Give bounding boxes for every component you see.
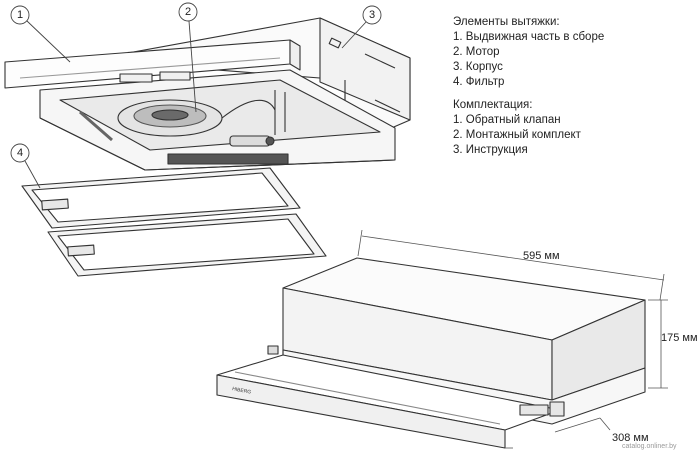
height-dimension-label: 175 мм bbox=[661, 332, 698, 344]
parts-legend-item: 1. Выдвижная часть в сборе bbox=[453, 31, 605, 43]
callout-2: 2 bbox=[184, 6, 192, 18]
kit-legend-item: 1. Обратный клапан bbox=[453, 114, 561, 126]
kit-legend: Комплектация: 1. Обратный клапан 2. Монт… bbox=[453, 98, 581, 158]
parts-legend: Элементы вытяжки: 1. Выдвижная часть в с… bbox=[453, 15, 604, 90]
parts-legend-title: Элементы вытяжки: bbox=[453, 16, 560, 28]
depth-dimension-label: 308 мм bbox=[612, 432, 649, 444]
callout-1: 1 bbox=[16, 9, 24, 21]
callout-4: 4 bbox=[16, 147, 24, 159]
filter-lower bbox=[47, 213, 327, 277]
kit-legend-item: 2. Монтажный комплект bbox=[453, 129, 581, 141]
dimensioned-view bbox=[216, 229, 668, 449]
filter-upper bbox=[21, 167, 301, 229]
kit-legend-item: 3. Инструкция bbox=[453, 144, 528, 156]
brand-label: HIBERG bbox=[232, 386, 252, 396]
sliding-front-part bbox=[4, 39, 301, 89]
watermark: catalog.onliner.by bbox=[622, 443, 677, 450]
callout-leaders bbox=[10, 2, 382, 189]
exploded-view bbox=[4, 17, 411, 277]
parts-legend-item: 4. Фильтр bbox=[453, 76, 505, 88]
callout-3: 3 bbox=[368, 9, 376, 21]
kit-legend-title: Комплектация: bbox=[453, 99, 533, 111]
parts-legend-item: 2. Мотор bbox=[453, 46, 500, 58]
width-dimension-label: 595 мм bbox=[523, 250, 560, 262]
parts-legend-item: 3. Корпус bbox=[453, 61, 503, 73]
